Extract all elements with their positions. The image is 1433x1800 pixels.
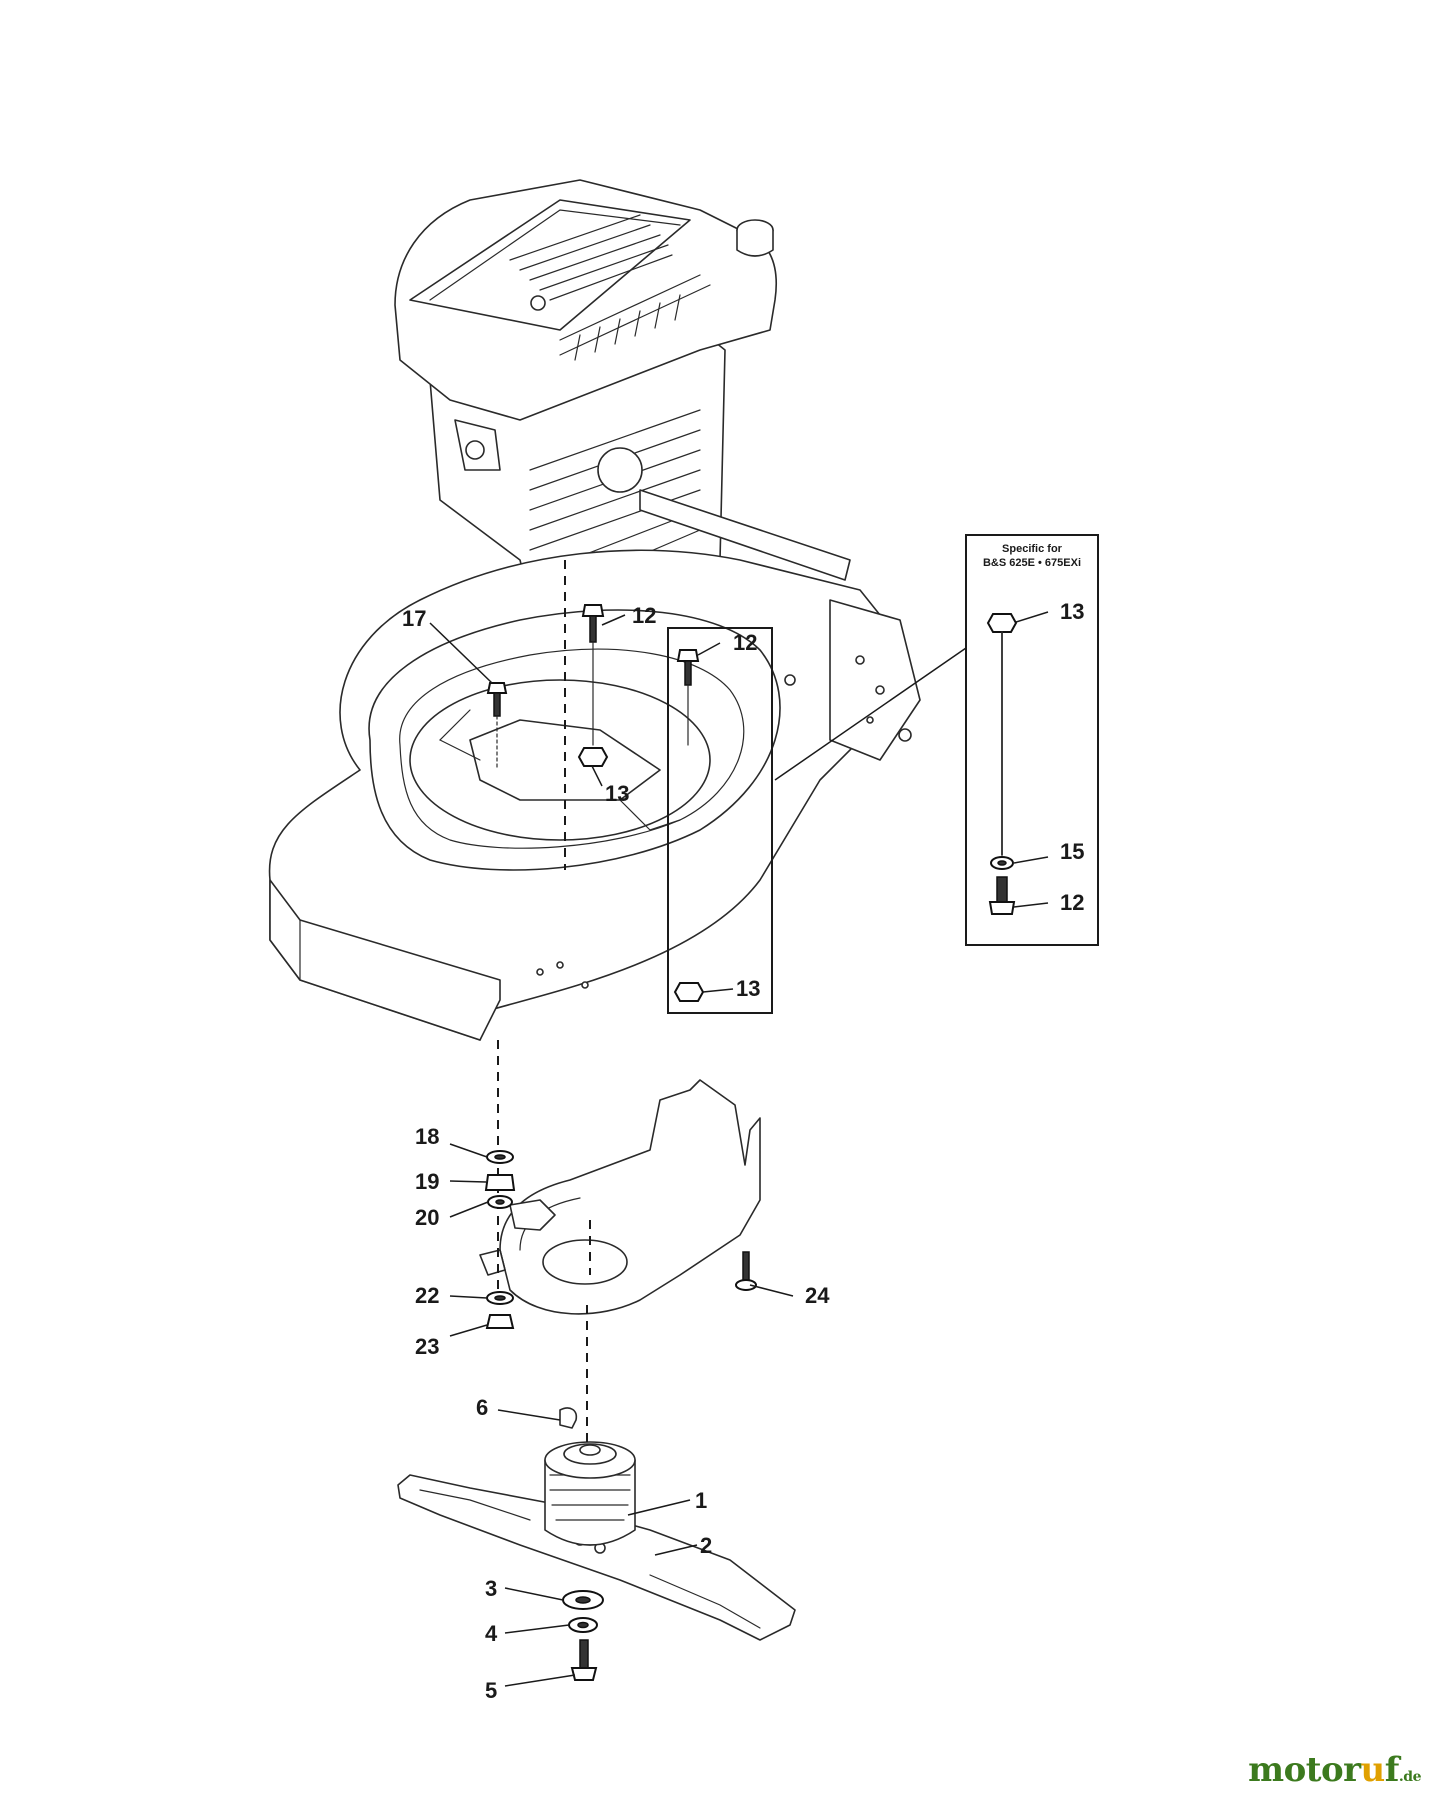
nut-13-box bbox=[673, 982, 705, 1002]
callout-13-center: 13 bbox=[605, 781, 629, 806]
callout-5: 5 bbox=[485, 1678, 497, 1703]
callout-23: 23 bbox=[415, 1334, 439, 1359]
bolt-12-center bbox=[581, 604, 605, 746]
watermark-part3: f bbox=[1384, 1750, 1400, 1790]
callout-13-box: 13 bbox=[736, 976, 760, 1001]
callout-17: 17 bbox=[402, 606, 426, 631]
bolt-12-box bbox=[676, 649, 700, 746]
callout-13-specific: 13 bbox=[1060, 599, 1084, 624]
leader-lines bbox=[429, 611, 1049, 1687]
callout-19: 19 bbox=[415, 1169, 439, 1194]
callout-12-box: 12 bbox=[733, 630, 757, 655]
watermark-part1: motor bbox=[1248, 1750, 1361, 1790]
mulch-insert bbox=[479, 1079, 761, 1315]
callout-12-specific: 12 bbox=[1060, 890, 1084, 915]
watermark-tld: .de bbox=[1398, 1769, 1422, 1785]
specific-box-connector bbox=[774, 647, 967, 781]
watermark-part2: u bbox=[1360, 1750, 1386, 1790]
detail-box-specific bbox=[965, 534, 1099, 946]
bolt-12-specific bbox=[988, 876, 1016, 915]
callout-24: 24 bbox=[805, 1283, 830, 1308]
specific-box-line1: Specific for bbox=[1002, 543, 1063, 555]
nut-13-center bbox=[577, 747, 609, 767]
callout-18: 18 bbox=[415, 1124, 439, 1149]
bolt-17 bbox=[486, 682, 508, 771]
detail-box-bolts bbox=[667, 627, 773, 1014]
watermark-logo: motoruf.de bbox=[1248, 1750, 1421, 1790]
nut-19 bbox=[484, 1174, 516, 1191]
callout-12-center: 12 bbox=[632, 603, 656, 628]
nut-13-specific bbox=[986, 613, 1018, 633]
nut-23 bbox=[485, 1314, 515, 1329]
callout-22: 22 bbox=[415, 1283, 439, 1308]
callout-1: 1 bbox=[695, 1488, 707, 1513]
screw-24 bbox=[735, 1251, 757, 1291]
callout-15: 15 bbox=[1060, 839, 1084, 864]
callout-2: 2 bbox=[700, 1533, 712, 1558]
bolt-5 bbox=[570, 1639, 598, 1681]
specific-box-line2: B&S 625E • 675EXi bbox=[983, 557, 1081, 569]
assembly-axes bbox=[497, 560, 591, 1445]
blade-assembly bbox=[397, 1407, 796, 1641]
callout-3: 3 bbox=[485, 1576, 497, 1601]
hardware bbox=[484, 604, 1018, 1681]
callout-20: 20 bbox=[415, 1205, 439, 1230]
mower-deck bbox=[268, 489, 921, 1041]
callout-labels: 17 12 12 13 13 13 15 12 18 19 20 22 23 2… bbox=[402, 599, 1084, 1703]
callout-4: 4 bbox=[485, 1621, 498, 1646]
callout-6: 6 bbox=[476, 1395, 488, 1420]
